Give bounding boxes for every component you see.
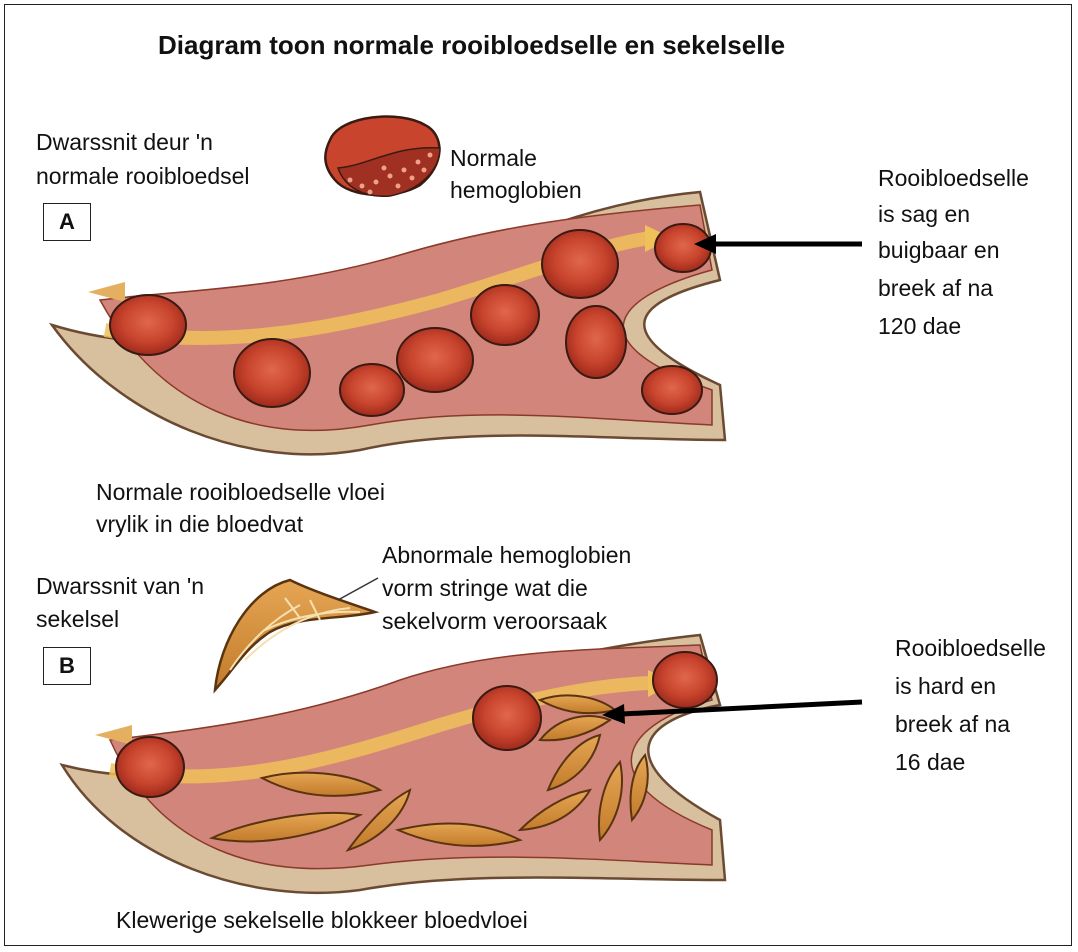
vessel-a [52, 192, 725, 454]
label-hemoglobin-b-line2: vorm stringe wat die [382, 570, 588, 606]
label-flow-b: Klewerige sekelselle blokkeer bloedvloei [116, 902, 528, 938]
red-blood-cell [655, 224, 711, 272]
label-hemoglobin-a-line2: hemoglobien [450, 172, 582, 208]
label-cross-section-b-line1: Dwarssnit van 'n [36, 568, 204, 604]
label-flow-a-line1: Normale rooibloedselle vloei [96, 474, 385, 510]
red-blood-cell [566, 306, 626, 378]
label-hemoglobin-b-line3: sekelvorm veroorsaak [382, 603, 607, 639]
label-cell-props-b-line2: is hard en [895, 668, 996, 704]
label-cell-props-a-line3: buigbaar en [878, 232, 1000, 268]
red-blood-cell [653, 652, 717, 708]
label-cell-props-b-line4: 16 dae [895, 744, 965, 780]
label-hemoglobin-a-line1: Normale [450, 140, 537, 176]
red-blood-cell [340, 364, 404, 416]
label-cell-props-b-line1: Rooibloedselle [895, 630, 1046, 666]
red-blood-cell [642, 366, 702, 414]
red-blood-cell [473, 686, 541, 750]
panel-b-badge: B [43, 647, 91, 685]
label-hemoglobin-b-line1: Abnormale hemoglobien [382, 537, 631, 573]
label-cross-section-a-line2: normale rooibloedsel [36, 158, 250, 194]
label-cell-props-a-line4: breek af na [878, 270, 993, 306]
red-blood-cell [116, 737, 184, 797]
panel-a-badge: A [43, 203, 91, 241]
label-flow-a-line2: vrylik in die bloedvat [96, 506, 303, 542]
vessel-b [62, 635, 725, 893]
red-blood-cell [234, 339, 310, 407]
normal-cell-cross-section [325, 117, 440, 197]
label-cross-section-a-line1: Dwarssnit deur 'n [36, 124, 213, 160]
red-blood-cell [397, 328, 473, 392]
red-blood-cell [110, 295, 186, 355]
label-cell-props-b-line3: breek af na [895, 706, 1010, 742]
label-cell-props-a-line5: 120 dae [878, 308, 961, 344]
red-blood-cell [471, 285, 539, 345]
label-cell-props-a-line1: Rooibloedselle [878, 160, 1029, 196]
sickle-cell-cross-section [215, 578, 378, 690]
red-blood-cell [542, 230, 618, 298]
pointer-arrow-a [694, 234, 862, 254]
label-cell-props-a-line2: is sag en [878, 196, 970, 232]
label-cross-section-b-line2: sekelsel [36, 601, 119, 637]
